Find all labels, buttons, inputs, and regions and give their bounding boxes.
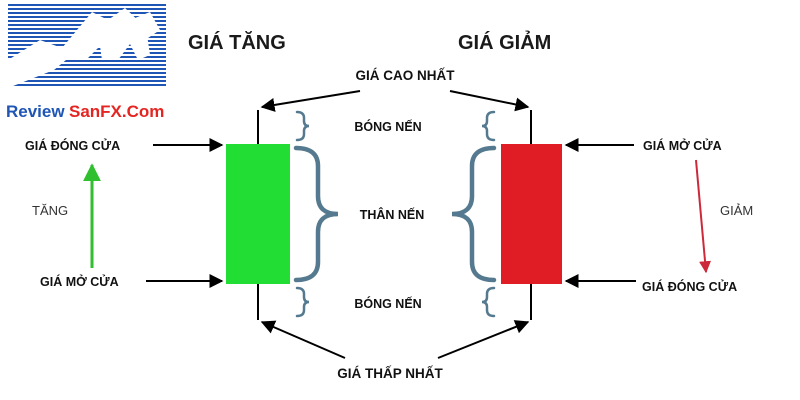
label-lower-wick: BÓNG NẾN xyxy=(354,296,421,311)
bullish-candle xyxy=(226,110,290,320)
bullish-body xyxy=(226,144,290,284)
label-bear-close: GIÁ ĐÓNG CỬA xyxy=(642,279,737,294)
brace-body-left xyxy=(293,145,339,283)
down-trend-arrow xyxy=(695,159,712,274)
label-upper-wick: BÓNG NẾN xyxy=(354,119,421,134)
label-bull-close: GIÁ ĐÓNG CỬA xyxy=(25,138,120,153)
label-high: GIÁ CAO NHẤT xyxy=(356,68,456,83)
reviewsanfx-logo: Review SanFX.Com xyxy=(6,4,166,121)
high-arrow-left xyxy=(260,90,361,112)
brace-upper-right xyxy=(481,110,496,142)
logo-text-review: Review xyxy=(6,102,65,121)
braces xyxy=(293,110,497,318)
heading-bearish: GIÁ GIẢM xyxy=(458,31,551,54)
brace-lower-left xyxy=(295,286,310,318)
logo-text-sanfx: SanFX.Com xyxy=(69,102,164,121)
brace-upper-left xyxy=(295,110,310,142)
label-bear-open: GIÁ MỞ CỬA xyxy=(643,138,722,153)
brace-lower-right xyxy=(481,286,496,318)
bull-silhouette-icon xyxy=(8,8,150,88)
label-body: THÂN NẾN xyxy=(360,207,425,222)
label-down-trend: GIẢM xyxy=(720,203,753,218)
high-arrow-right xyxy=(449,90,530,112)
heading-bullish: GIÁ TĂNG xyxy=(188,31,286,54)
brace-body-right xyxy=(451,145,497,283)
label-bull-open: GIÁ MỞ CỬA xyxy=(40,274,119,289)
label-low: GIÁ THẤP NHẤT xyxy=(337,366,443,381)
bull-horn-icon xyxy=(130,12,160,40)
bearish-body xyxy=(501,144,562,284)
low-arrow-left xyxy=(260,320,346,359)
low-arrow-right xyxy=(437,320,530,359)
label-up-trend: TĂNG xyxy=(32,203,68,218)
bearish-candle xyxy=(501,110,562,320)
